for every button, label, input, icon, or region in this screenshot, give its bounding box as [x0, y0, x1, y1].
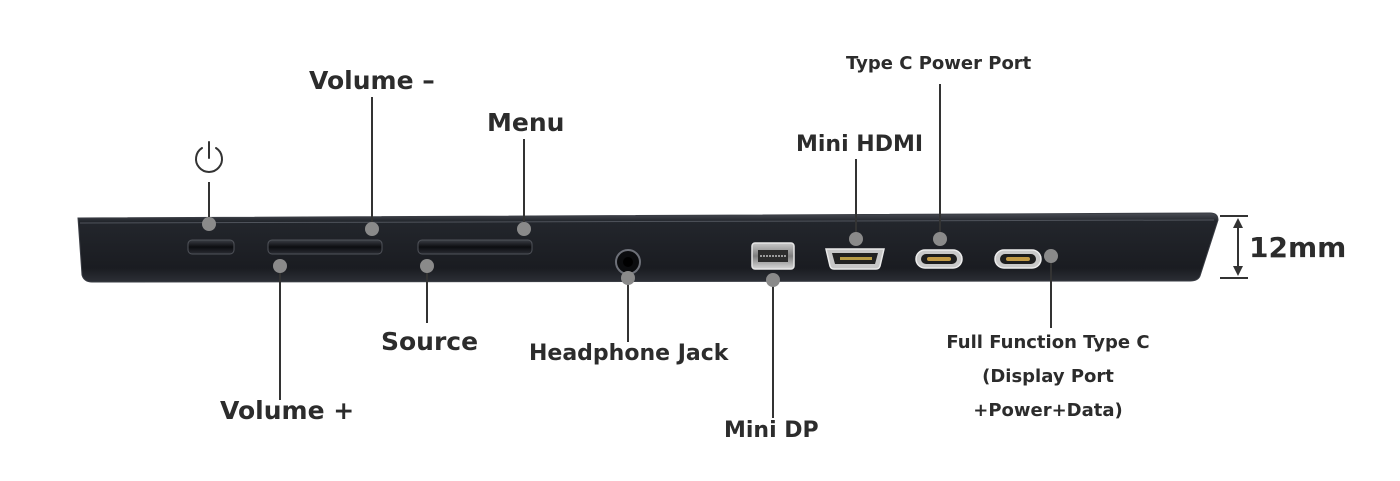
- label-type-c-power-port: Type C Power Port: [846, 53, 1032, 74]
- label-volume-minus: Volume –: [309, 66, 435, 95]
- monitor-body: [77, 212, 1219, 283]
- power-icon: [195, 141, 223, 173]
- label-volume-plus: Volume +: [220, 396, 355, 425]
- label-menu: Menu: [487, 108, 565, 137]
- label-full-function-line-1: Full Function Type C: [946, 332, 1150, 353]
- volume-rocker: [267, 239, 383, 255]
- label-full-function-line-2: (Display Port: [982, 366, 1114, 387]
- label-mini-dp: Mini DP: [724, 418, 819, 443]
- label-mini-hdmi: Mini HDMI: [796, 132, 924, 157]
- label-full-function-type-c: Full Function Type C (Display Port +Powe…: [946, 326, 1149, 428]
- label-full-function-line-3: +Power+Data): [973, 400, 1123, 421]
- source-menu-rocker: [417, 239, 533, 255]
- label-thickness: 12mm: [1249, 231, 1347, 264]
- callout-dots: [202, 217, 1058, 287]
- thickness-arrow: [1233, 218, 1243, 276]
- label-source: Source: [381, 327, 479, 356]
- power-button: [187, 239, 235, 255]
- monitor-top-edge: [79, 219, 1215, 224]
- label-headphone-jack: Headphone Jack: [529, 341, 729, 366]
- leader-lines: [208, 84, 1248, 418]
